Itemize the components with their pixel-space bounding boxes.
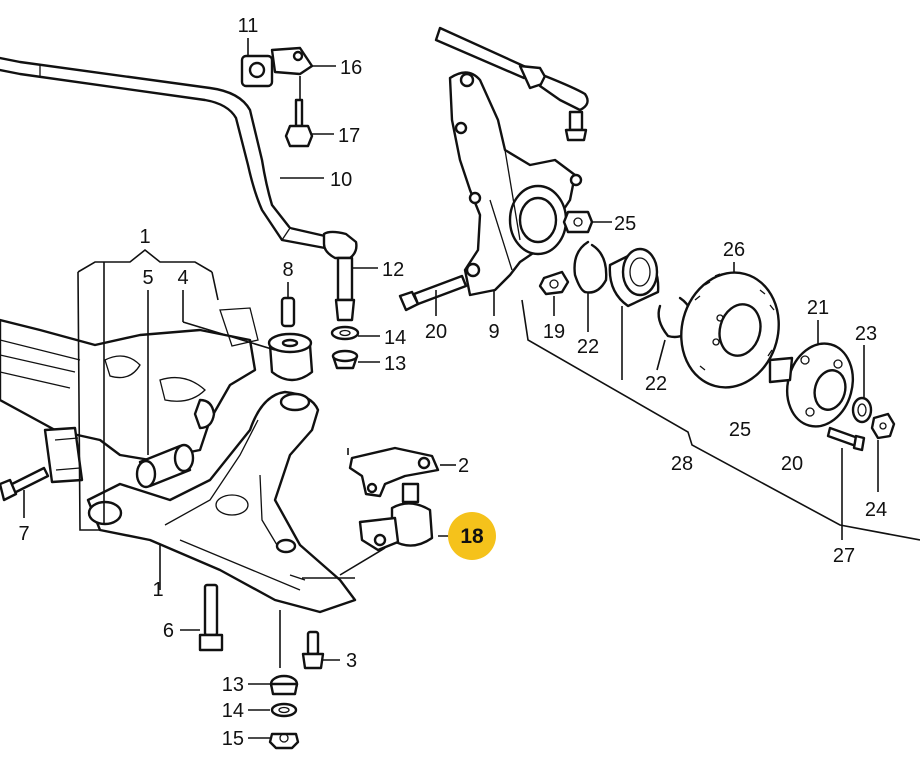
label-23[interactable]: 23 bbox=[855, 323, 877, 345]
label-27[interactable]: 27 bbox=[833, 545, 855, 567]
subframe bbox=[0, 307, 259, 484]
nut-25a bbox=[562, 210, 594, 234]
label-1-top[interactable]: 1 bbox=[139, 226, 150, 248]
label-8[interactable]: 8 bbox=[282, 259, 293, 281]
control-arm bbox=[86, 390, 357, 614]
label-7[interactable]: 7 bbox=[18, 523, 29, 545]
tie-rod bbox=[434, 26, 589, 142]
highlight-marker[interactable] bbox=[448, 512, 496, 560]
label-22-a[interactable]: 22 bbox=[577, 336, 599, 358]
bolt-6 bbox=[198, 583, 224, 652]
label-14-top[interactable]: 14 bbox=[384, 327, 406, 349]
bolt-3 bbox=[301, 630, 325, 670]
coupling-link bbox=[322, 230, 358, 322]
label-25-bottom[interactable]: 25 bbox=[729, 419, 751, 441]
bushing-5 bbox=[135, 443, 195, 489]
label-2[interactable]: 2 bbox=[458, 455, 469, 477]
label-11[interactable]: 11 bbox=[238, 15, 259, 37]
bolt-20a bbox=[398, 274, 468, 312]
label-6[interactable]: 6 bbox=[163, 620, 174, 642]
wheel-hub bbox=[768, 342, 854, 428]
label-20-left[interactable]: 20 bbox=[425, 321, 447, 343]
label-9[interactable]: 9 bbox=[488, 321, 499, 343]
label-26[interactable]: 26 bbox=[723, 239, 745, 261]
nut-13b bbox=[269, 674, 299, 696]
label-17[interactable]: 17 bbox=[338, 125, 360, 147]
label-13-top[interactable]: 13 bbox=[384, 353, 406, 375]
nut-24 bbox=[870, 412, 896, 440]
label-24[interactable]: 24 bbox=[865, 499, 887, 521]
splash-shield bbox=[680, 271, 780, 389]
label-15[interactable]: 15 bbox=[222, 728, 244, 750]
label-18-highlighted[interactable]: 18 bbox=[460, 525, 484, 548]
washer-23 bbox=[851, 396, 873, 424]
bolt-17 bbox=[284, 98, 314, 148]
label-20-right[interactable]: 20 bbox=[781, 453, 803, 475]
plate-2 bbox=[348, 446, 440, 498]
wheel-bearing bbox=[608, 247, 660, 308]
nut-15 bbox=[268, 732, 300, 750]
label-25-top[interactable]: 25 bbox=[614, 213, 636, 235]
label-5[interactable]: 5 bbox=[142, 267, 153, 289]
steering-knuckle bbox=[448, 71, 583, 297]
label-4[interactable]: 4 bbox=[177, 267, 188, 289]
pin-8 bbox=[280, 296, 296, 328]
nut-19 bbox=[538, 270, 570, 296]
label-22-b[interactable]: 22 bbox=[645, 373, 667, 395]
stabilizer-bar bbox=[0, 56, 327, 250]
part-labels: 11 16 17 10 1 5 4 8 12 14 13 20 9 19 22 … bbox=[18, 15, 887, 750]
label-10[interactable]: 10 bbox=[330, 169, 352, 191]
label-19[interactable]: 19 bbox=[543, 321, 565, 343]
nut-13a bbox=[331, 349, 359, 370]
label-13-bottom[interactable]: 13 bbox=[222, 674, 244, 696]
ball-joint-18 bbox=[358, 482, 434, 552]
label-1-bottom[interactable]: 1 bbox=[152, 579, 163, 601]
washer-14b bbox=[270, 702, 298, 718]
label-12[interactable]: 12 bbox=[382, 259, 404, 281]
circlip-22a bbox=[573, 240, 608, 294]
label-3[interactable]: 3 bbox=[346, 650, 357, 672]
washer-14a bbox=[330, 325, 360, 341]
label-28[interactable]: 28 bbox=[671, 453, 693, 475]
leader-lines bbox=[23, 38, 920, 739]
bushing-4 bbox=[267, 332, 314, 382]
label-16[interactable]: 16 bbox=[340, 57, 362, 79]
bolt-7 bbox=[0, 466, 50, 502]
label-14-bottom[interactable]: 14 bbox=[222, 700, 244, 722]
stabilizer-clamp bbox=[240, 46, 314, 88]
bolt-20b bbox=[826, 426, 866, 452]
label-21[interactable]: 21 bbox=[807, 297, 829, 319]
